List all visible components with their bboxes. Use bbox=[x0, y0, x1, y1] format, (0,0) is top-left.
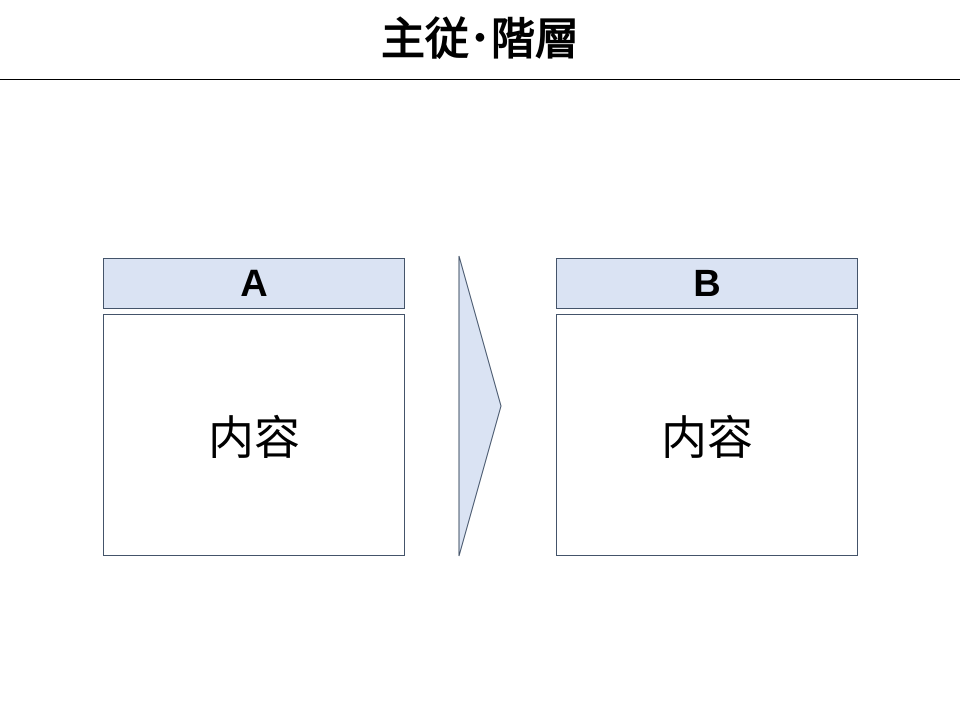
title-divider bbox=[0, 79, 960, 80]
chevron-arrow-icon bbox=[458, 255, 502, 557]
box-a-header: A bbox=[103, 258, 405, 309]
box-b-content: 内容 bbox=[556, 314, 858, 556]
box-a-content: 内容 bbox=[103, 314, 405, 556]
slide-title: 主従･階層 bbox=[381, 14, 579, 65]
chevron-arrow-shape bbox=[458, 255, 502, 557]
box-b-header: B bbox=[556, 258, 858, 309]
